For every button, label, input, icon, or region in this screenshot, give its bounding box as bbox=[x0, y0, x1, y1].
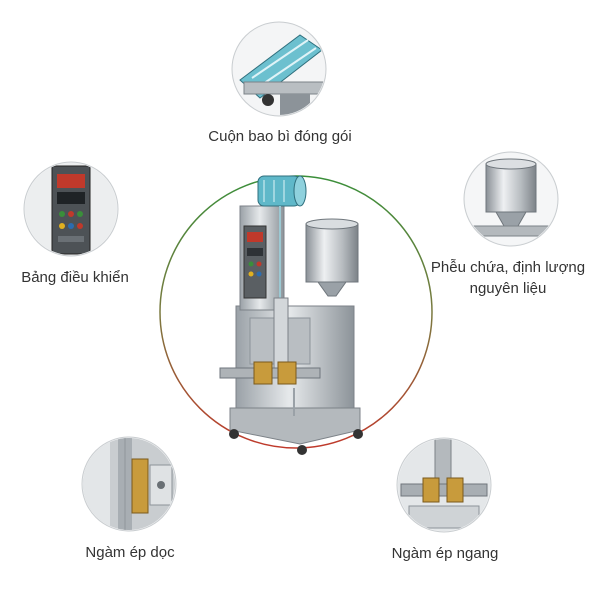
label-control-panel: Bảng điều khiển bbox=[21, 269, 129, 286]
label-hopper-line2: nguyên liệu bbox=[469, 280, 547, 297]
vertical-seal-thumbnail bbox=[81, 436, 177, 532]
horizontal-seal-thumbnail bbox=[396, 437, 492, 533]
packing-machine bbox=[219, 175, 363, 455]
control-panel-thumbnail bbox=[23, 161, 119, 257]
label-hopper-line1: Phễu chứa, định lượng bbox=[430, 259, 586, 276]
label-vertical-seal: Ngàm ép dọc bbox=[85, 544, 175, 561]
hopper-thumbnail bbox=[463, 151, 559, 247]
film-roll-thumbnail bbox=[231, 21, 327, 117]
label-horizontal-seal: Ngàm ép ngang bbox=[391, 545, 499, 562]
label-film-roll: Cuộn bao bì đóng gói bbox=[208, 128, 352, 145]
